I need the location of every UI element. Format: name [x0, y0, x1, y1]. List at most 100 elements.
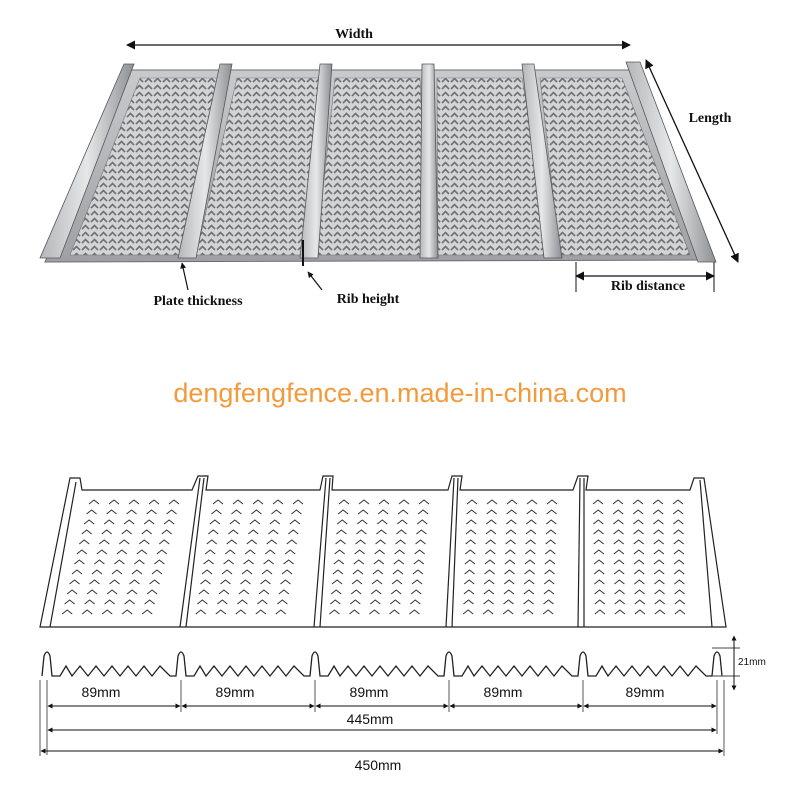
mesh-strips	[69, 77, 691, 256]
mesh-chevron	[212, 499, 224, 505]
mesh-chevron	[395, 539, 406, 545]
mesh-chevron	[267, 529, 279, 535]
mesh-chevron	[594, 589, 605, 595]
mesh-chevron	[654, 609, 666, 615]
mesh-chevron	[593, 559, 605, 565]
mesh-chevron	[104, 599, 115, 605]
cross-section-profile	[41, 651, 723, 678]
mesh-chevron	[335, 539, 346, 545]
mesh-chevron	[126, 589, 138, 595]
mesh-chevron	[542, 609, 554, 615]
mesh-chevron	[329, 609, 340, 615]
sheet-outline	[39, 475, 727, 628]
mesh-chevron	[463, 599, 474, 605]
mesh-chevron	[416, 529, 427, 535]
mesh-chevron	[198, 589, 210, 595]
mesh-chevron	[96, 549, 108, 555]
mesh-chevron	[653, 529, 664, 535]
mesh-chevron	[465, 539, 476, 545]
mesh-chevron	[634, 589, 645, 595]
plate-thickness-pointer	[180, 262, 189, 291]
mesh-chevron	[654, 579, 665, 585]
mesh-chevron	[109, 579, 120, 585]
mesh-chevron	[544, 569, 555, 575]
mesh-chevron	[370, 589, 382, 595]
mesh-chevron	[207, 529, 219, 535]
mesh-chevron	[266, 539, 278, 545]
mesh-chevron	[103, 519, 115, 525]
mesh-chevron	[161, 529, 173, 535]
mesh-chevron	[86, 589, 98, 595]
mesh-chevron	[264, 549, 276, 555]
mesh-chevron	[394, 549, 405, 555]
mesh-chevron	[413, 559, 425, 565]
mesh-chevron	[593, 549, 605, 555]
mesh-chevron	[409, 609, 420, 615]
mesh-chevron	[673, 539, 685, 545]
mesh-chevron	[506, 509, 517, 515]
mesh-chevron	[251, 509, 262, 515]
mesh-chevron	[633, 569, 645, 575]
mesh-chevron	[143, 519, 155, 525]
mesh-chevron	[106, 589, 118, 595]
mesh-chevron	[674, 579, 685, 585]
mesh-chevron	[523, 579, 535, 585]
mesh-chevron	[118, 539, 130, 545]
mesh-chevron	[108, 499, 120, 505]
mesh-chevron	[632, 509, 644, 515]
mesh-chevron	[415, 539, 426, 545]
mesh-chevron	[168, 499, 180, 505]
mesh-chevron	[211, 509, 222, 515]
mesh-chevron	[240, 579, 251, 585]
mesh-chevron	[525, 519, 537, 525]
mesh-chevron	[277, 599, 288, 605]
mesh-chevron	[526, 509, 537, 515]
mesh-chevron	[523, 589, 535, 595]
mesh-chevron	[64, 599, 75, 605]
mesh-chevron	[593, 529, 604, 535]
mesh-chevron	[83, 519, 95, 525]
mesh-chevron	[204, 549, 216, 555]
mesh-chevron	[158, 539, 170, 545]
mesh-chevron	[614, 579, 625, 585]
mesh-chevron	[283, 559, 294, 565]
mesh-chevron	[333, 559, 345, 565]
mesh-chevron	[209, 519, 221, 525]
mesh-chevron	[389, 599, 401, 605]
mesh-chevron	[634, 609, 646, 615]
mesh-chevron	[545, 519, 557, 525]
mesh-chevron	[337, 509, 349, 515]
mesh-chevron	[166, 509, 177, 515]
mesh-chevron	[674, 589, 685, 595]
length-label: Length	[689, 111, 732, 126]
mesh-chevron	[375, 539, 386, 545]
mesh-chevron	[200, 579, 211, 585]
mesh-chevron	[353, 559, 365, 565]
mesh-chevron	[232, 499, 244, 505]
mesh-chevron	[224, 549, 236, 555]
mesh-chevron	[371, 579, 383, 585]
mesh-chevron	[543, 589, 555, 595]
mesh-chevron	[330, 589, 342, 595]
mesh-chevron	[331, 579, 343, 585]
mesh-chevron	[502, 609, 514, 615]
mesh-chevron	[416, 519, 428, 525]
mesh-chevron	[633, 549, 645, 555]
mesh-chevron	[88, 499, 100, 505]
mesh-chevron	[235, 609, 247, 615]
rib-fold-lines	[49, 477, 713, 628]
mesh-chevron	[269, 519, 281, 525]
mesh-chevron	[260, 579, 271, 585]
mesh-chevron	[653, 519, 664, 525]
mesh-chevron	[466, 499, 478, 505]
mesh-chevron	[632, 499, 644, 505]
mesh-chevron	[592, 509, 604, 515]
mesh-chevron	[355, 539, 366, 545]
mesh-chevrons	[61, 499, 686, 615]
mesh-chevron	[146, 509, 157, 515]
mesh-chevron	[286, 539, 298, 545]
mesh-chevron	[396, 529, 407, 535]
mesh-chevron	[151, 569, 163, 575]
mesh-chevron	[412, 569, 424, 575]
